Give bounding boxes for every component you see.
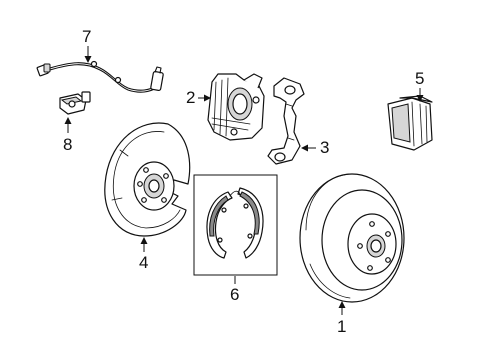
callout-2: 2: [186, 88, 211, 107]
callout-label-6: 6: [230, 285, 239, 304]
callout-label-7: 7: [82, 27, 91, 46]
abs-sensor: [59, 91, 91, 115]
backing-plate: [104, 122, 191, 237]
callout-4: 4: [139, 237, 148, 272]
callout-label-3: 3: [320, 138, 329, 157]
callout-3: 3: [301, 138, 329, 157]
callout-label-8: 8: [63, 135, 72, 154]
caliper-bracket: [267, 77, 305, 165]
wheel-speed-sensor-harness: [36, 60, 164, 93]
brake-caliper: [207, 73, 265, 141]
callout-label-4: 4: [139, 253, 148, 272]
callout-7: 7: [82, 27, 92, 63]
callout-5: 5: [415, 69, 424, 102]
callout-label-5: 5: [415, 69, 424, 88]
callout-6: 6: [230, 276, 239, 304]
callout-label-1: 1: [337, 317, 346, 336]
parking-brake-shoes-box: [193, 174, 278, 276]
brake-pads: [387, 95, 433, 151]
parking-brake-shoe-right: [237, 187, 264, 259]
brake-rotor: [299, 173, 405, 303]
callout-1: 1: [337, 301, 346, 336]
callout-8: 8: [63, 117, 72, 154]
parking-brake-shoe-left: [206, 191, 233, 259]
callout-label-2: 2: [186, 88, 195, 107]
